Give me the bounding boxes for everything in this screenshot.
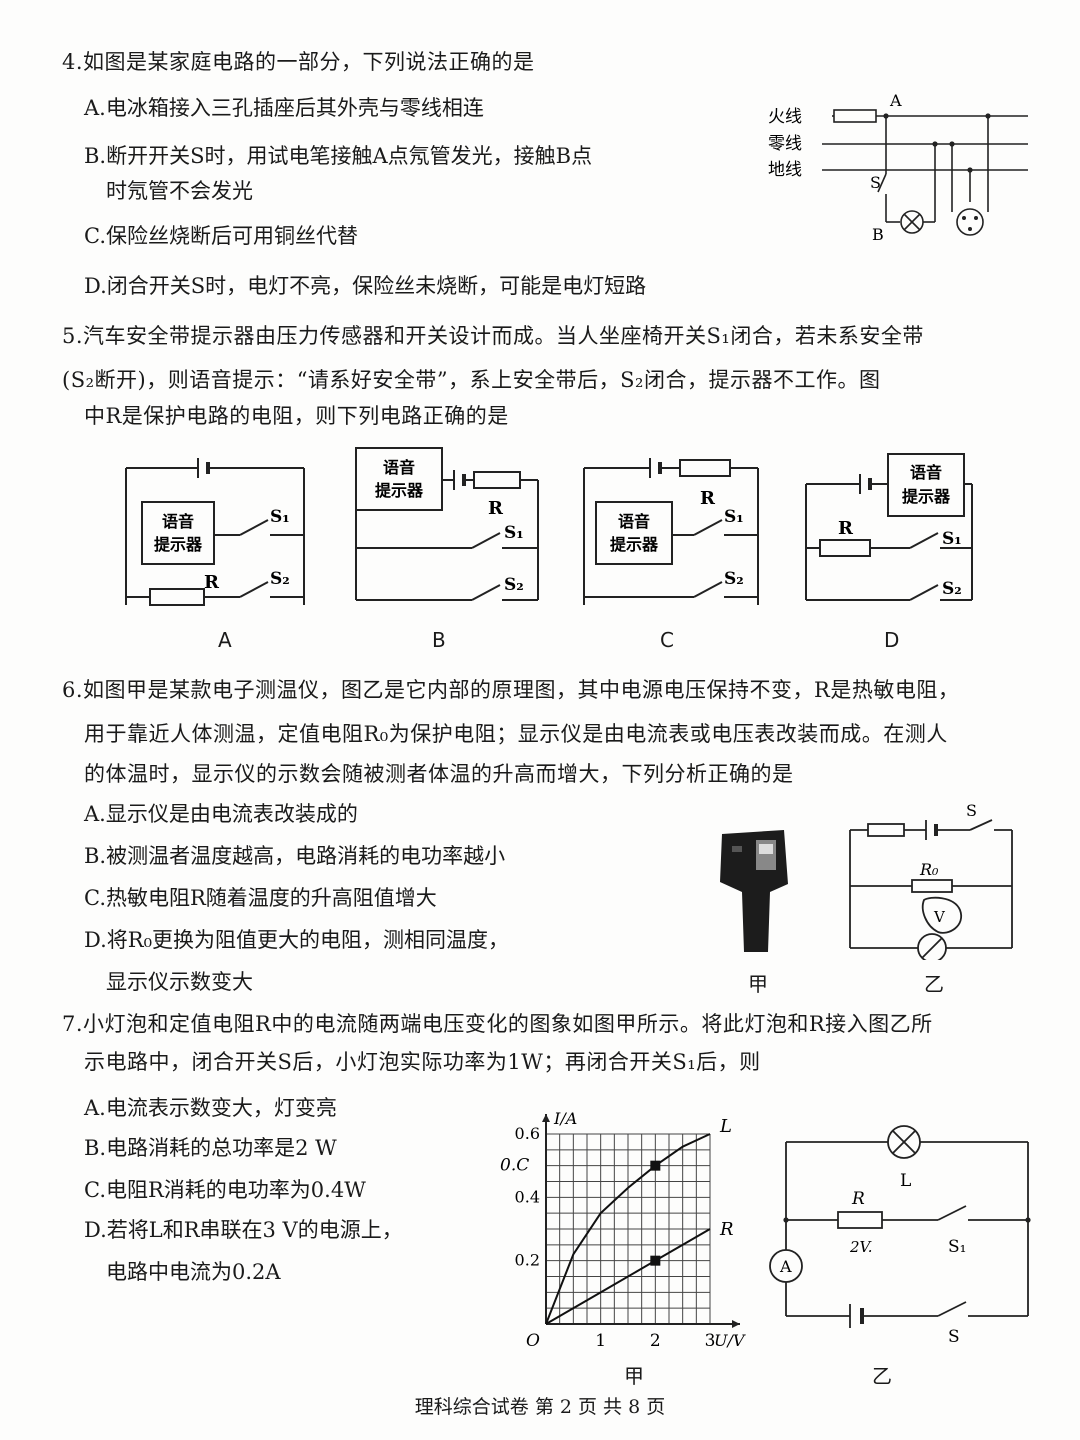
q5-circuit-b: 语音 提示器 R S₁ S₂ [355, 447, 539, 601]
q5-circuit-c: 语音 提示器 R S₁ S₂ [583, 458, 759, 605]
q4-option-c: C.保险丝烧断后可用铜丝代替 [84, 224, 358, 248]
voice-device-label-2: 提示器 [154, 535, 203, 554]
s2-label: S₂ [504, 575, 524, 595]
circuit-d-caption: D [884, 628, 900, 652]
fig-jia-label: 甲 [624, 1364, 644, 1388]
voice-device-label-1: 语音 [162, 512, 194, 531]
series-label-L: L [719, 1116, 732, 1137]
q5-line-2: (S₂断开)，则语音提示：“请系好安全带”，系上安全带后，S₂闭合，提示器不工作… [62, 368, 881, 392]
q6-option-b: B.被测温者温度越高，电路消耗的电功率越小 [84, 844, 506, 868]
q7-option-d: D.若将L和R串联在3 V的电源上， [84, 1218, 403, 1242]
voice-device-label-1: 语音 [910, 463, 942, 482]
x-tick-label: 1 [595, 1331, 606, 1350]
q7-line-2: 示电路中，闭合开关S后，小灯泡实际功率为1W；再闭合开关S₁后，则 [84, 1050, 761, 1074]
q6-option-a: A.显示仪是由电流表改装成的 [84, 802, 358, 826]
point-b-label: B [872, 225, 884, 244]
page-footer: 理科综合试卷 第 2 页 共 8 页 [414, 1396, 666, 1418]
fig-yi-label: 乙 [872, 1364, 892, 1388]
neutral-wire-label: 零线 [768, 134, 802, 154]
s1-label: S₁ [270, 507, 290, 527]
series-line-L [545, 1133, 711, 1325]
q4-option-a: A.电冰箱接入三孔插座后其外壳与零线相连 [84, 96, 484, 120]
y-axis-arrow [542, 1114, 550, 1122]
x-axis-label: U/V [714, 1331, 746, 1350]
s1-label: S₁ [504, 523, 524, 543]
q7-option-a: A.电流表示数变大，灯变亮 [84, 1096, 337, 1120]
q5-line-3: 中R是保护电路的电阻，则下列电路正确的是 [84, 404, 509, 428]
resistor-label: R [700, 488, 716, 509]
x-axis-arrow [732, 1320, 740, 1328]
q6-option-d: D.将R₀更换为阻值更大的电阻，测相同温度， [84, 928, 509, 952]
s2-label: S₂ [724, 569, 744, 589]
y-tick-label: 0.4 [515, 1187, 540, 1206]
switch-s1-label: S₁ [948, 1237, 966, 1257]
q4-option-b: B.断开开关S时，用试电笔接触A点氖管发光，接触B点 [84, 144, 593, 168]
q6-line-1: 6.如图甲是某款电子测温仪，图乙是它内部的原理图，其中电源电压保持不变，R是热敏… [62, 678, 960, 702]
chart-grid [546, 1133, 711, 1324]
fig-yi-label: 乙 [924, 972, 944, 996]
origin-label: O [526, 1331, 540, 1350]
q4-option-b-cont: 时氖管不会发光 [106, 179, 253, 203]
lamp-l-label: L [900, 1171, 911, 1191]
series-line-R [545, 1228, 711, 1325]
q6-line-2: 用于靠近人体测温，定值电阻R₀为保护电阻；显示仪是由电流表或电压表改装而成。在测… [84, 722, 948, 746]
q7-option-c: C.电阻R消耗的电功率为0.4W [84, 1178, 366, 1202]
q4-household-circuit-diagram: 火线 零线 地线 A S B [768, 91, 1028, 244]
point-a-label: A [889, 91, 902, 110]
y-tick-label: 0.2 [515, 1251, 540, 1270]
voice-device-label-1: 语音 [618, 512, 650, 531]
q5-circuit-d: 语音 提示器 R S₁ S₂ [805, 453, 973, 601]
q5-circuit-a: 语音 提示器 R S₁ S₂ [125, 458, 305, 606]
resistor-r-label: R [851, 1189, 865, 1209]
voltmeter-label: V [933, 908, 946, 926]
x-tick-label: 3 [705, 1331, 716, 1350]
q6-option-c: C.热敏电阻R随着温度的升高阻值增大 [84, 886, 437, 910]
voice-device-label-1: 语音 [383, 458, 415, 477]
iu-graph: 1 2 3 0.2 0.4 0.6O U/V I/A 0.C L R [500, 1109, 746, 1350]
q6-option-d-cont: 显示仪示数变大 [106, 970, 253, 994]
resistor-label: R [204, 572, 220, 593]
circuit-a-caption: A [218, 628, 232, 652]
ammeter-label: A [779, 1257, 792, 1276]
q7-option-b: B.电路消耗的总功率是2 W [84, 1136, 337, 1160]
handwritten-axis-note: 0.C [500, 1156, 529, 1176]
q6-circuit-diagram: S R₀ V [849, 801, 1013, 960]
series-label-R: R [719, 1219, 734, 1240]
switch-s-label: S [870, 173, 881, 192]
q7-line-1: 7.小灯泡和定值电阻R中的电流随两端电压变化的图象如图甲所示。将此灯泡和R接入图… [62, 1012, 933, 1036]
ground-wire-label: 地线 [768, 160, 802, 180]
q7-circuit-diagram: L R 2V. A S₁ S [769, 1125, 1031, 1347]
circuit-b-caption: B [432, 628, 446, 652]
marked-point-R [650, 1255, 661, 1266]
s1-label: S₁ [942, 529, 962, 549]
circuit-c-caption: C [660, 628, 674, 652]
x-tick-label: 2 [650, 1331, 661, 1350]
q4-option-d: D.闭合开关S时，电灯不亮，保险丝未烧断，可能是电灯短路 [84, 274, 647, 298]
y-axis-label: I/A [553, 1109, 577, 1128]
fig-jia-label: 甲 [748, 972, 768, 996]
chart-labels: 1 2 3 0.2 0.4 0.6O U/V I/A 0.C L R [500, 1109, 746, 1350]
s2-label: S₂ [270, 569, 290, 589]
thermometer-gun-image [720, 830, 788, 952]
handwritten-voltage-note: 2V. [849, 1238, 873, 1256]
resistor-label: R [838, 518, 854, 539]
switch-s-label: S [966, 801, 977, 820]
r0-label: R₀ [919, 860, 939, 879]
voice-device-label-2: 提示器 [375, 481, 424, 500]
voice-device-label-2: 提示器 [902, 487, 951, 506]
live-wire-label: 火线 [768, 107, 802, 127]
resistor-label: R [488, 498, 504, 519]
chart-series [545, 1133, 711, 1325]
s2-label: S₂ [942, 579, 962, 599]
chart-axes [542, 1114, 740, 1328]
marked-point-L [650, 1160, 661, 1171]
voice-device-label-2: 提示器 [610, 535, 659, 554]
s1-label: S₁ [724, 507, 744, 527]
q5-line-1: 5.汽车安全带提示器由压力传感器和开关设计而成。当人坐座椅开关S₁闭合，若未系安… [62, 324, 924, 348]
q4-stem: 4.如图是某家庭电路的一部分，下列说法正确的是 [62, 50, 535, 74]
switch-s-label: S [948, 1327, 960, 1347]
q6-line-3: 的体温时，显示仪的示数会随被测者体温的升高而增大，下列分析正确的是 [84, 762, 794, 786]
q7-option-d-cont: 电路中电流为0.2A [106, 1260, 281, 1284]
y-tick-label: 0.6 [515, 1124, 540, 1143]
